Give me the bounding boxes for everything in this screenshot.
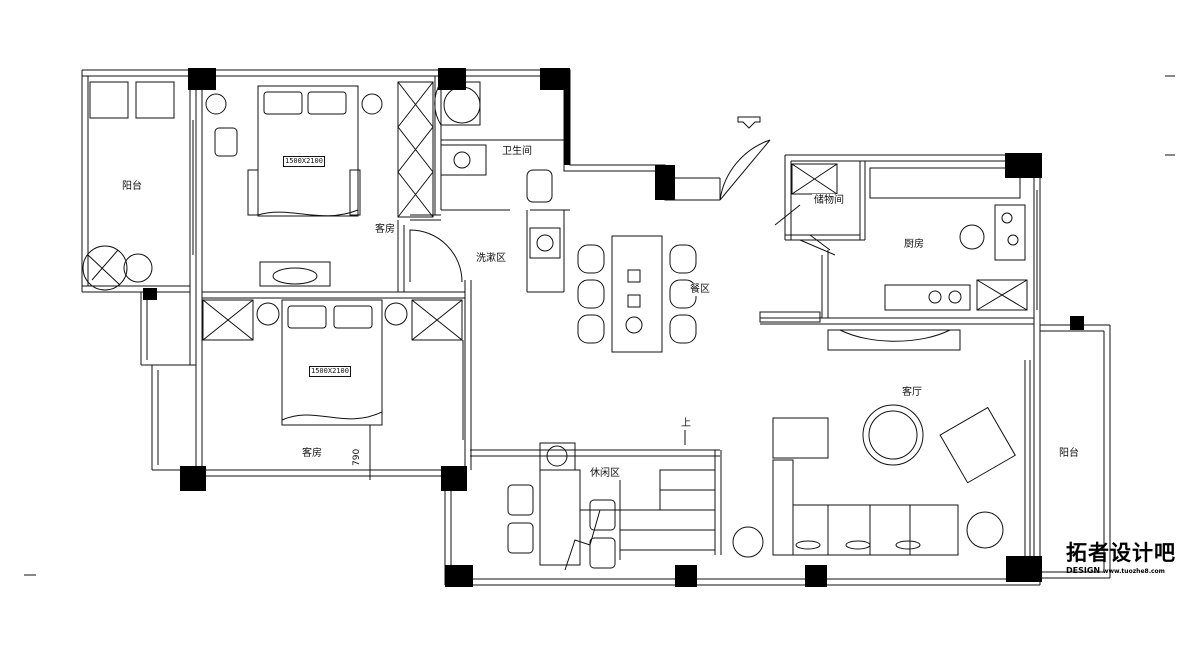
label-living-room: 客厅 xyxy=(900,386,924,399)
label-guest-room-lower: 客房 xyxy=(300,447,324,460)
label-storage: 储物间 xyxy=(812,194,846,207)
interior-walls xyxy=(202,76,1034,555)
bed-size-tag-lower: 1500X2100 xyxy=(309,366,351,377)
dining-furniture xyxy=(577,235,697,353)
label-balcony-left: 阳台 xyxy=(120,180,144,193)
edge-ticks xyxy=(24,75,1175,576)
watermark-logo: 拓者设计吧 DESIGN www.tuozhe8.com xyxy=(1066,540,1176,580)
columns xyxy=(143,68,1084,587)
bed-size-tag-upper: 1500X2100 xyxy=(283,156,325,167)
watermark-title: 拓者设计吧 xyxy=(1066,541,1176,565)
label-dining: 餐区 xyxy=(688,283,712,296)
label-guest-room-upper: 客房 xyxy=(373,223,397,236)
leisure-area-stairs xyxy=(507,430,715,571)
watermark-url: www.tuozhe8.com xyxy=(1102,568,1165,575)
windows xyxy=(192,120,1038,560)
kitchen-fixtures xyxy=(759,167,1026,323)
exterior-walls xyxy=(81,69,1111,586)
door-swings xyxy=(409,139,836,283)
label-balcony-right: 阳台 xyxy=(1057,447,1081,460)
guest-room-upper-furniture xyxy=(205,85,383,287)
guest-room-lower-furniture xyxy=(256,299,408,480)
living-room-furniture xyxy=(732,329,1016,558)
watermark-subtitle: DESIGN www.tuozhe8.com xyxy=(1066,566,1165,576)
balcony-left-fixtures xyxy=(82,81,175,291)
label-stair-up: 上 xyxy=(681,418,691,429)
label-kitchen: 厨房 xyxy=(902,238,926,251)
watermark-design: DESIGN xyxy=(1066,566,1101,575)
dimension-label: 790 xyxy=(352,448,362,466)
label-wash-area: 洗漱区 xyxy=(474,252,508,265)
label-bathroom: 卫生间 xyxy=(500,145,534,158)
wardrobes xyxy=(202,81,1028,341)
entry-arrow xyxy=(737,116,761,129)
label-leisure-area: 休闲区 xyxy=(588,467,622,480)
bathroom-fixtures xyxy=(434,81,561,259)
